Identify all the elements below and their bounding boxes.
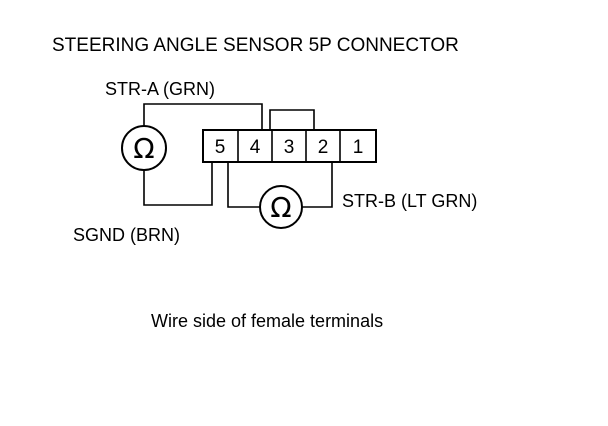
ohmmeter-icon: Ω bbox=[259, 185, 303, 229]
sgnd-wire bbox=[143, 162, 213, 206]
pin-2: 2 bbox=[318, 137, 329, 158]
str-a-wire bbox=[143, 103, 263, 133]
connector-5p: 5 4 3 2 1 bbox=[202, 129, 377, 163]
sgnd-label: SGND (BRN) bbox=[73, 225, 180, 245]
pin4-lower-wire bbox=[227, 162, 260, 208]
str-a-label: STR-A (GRN) bbox=[105, 79, 215, 99]
ohmmeter-icon: Ω bbox=[121, 125, 167, 171]
pin-5: 5 bbox=[215, 137, 226, 158]
test-leads bbox=[143, 103, 333, 208]
ohm-symbol-bottom: Ω bbox=[270, 191, 291, 224]
connector-latch bbox=[269, 109, 315, 130]
ohm-symbol-left: Ω bbox=[133, 132, 154, 165]
pin-1: 1 bbox=[353, 137, 364, 158]
diagram-title: STEERING ANGLE SENSOR 5P CONNECTOR bbox=[52, 35, 459, 56]
pin-4: 4 bbox=[250, 137, 261, 158]
str-b-label: STR-B (LT GRN) bbox=[342, 191, 477, 211]
str-b-wire bbox=[302, 162, 333, 208]
connector-housing bbox=[202, 129, 377, 163]
diagram-caption: Wire side of female terminals bbox=[151, 311, 383, 331]
pin-3: 3 bbox=[284, 137, 295, 158]
